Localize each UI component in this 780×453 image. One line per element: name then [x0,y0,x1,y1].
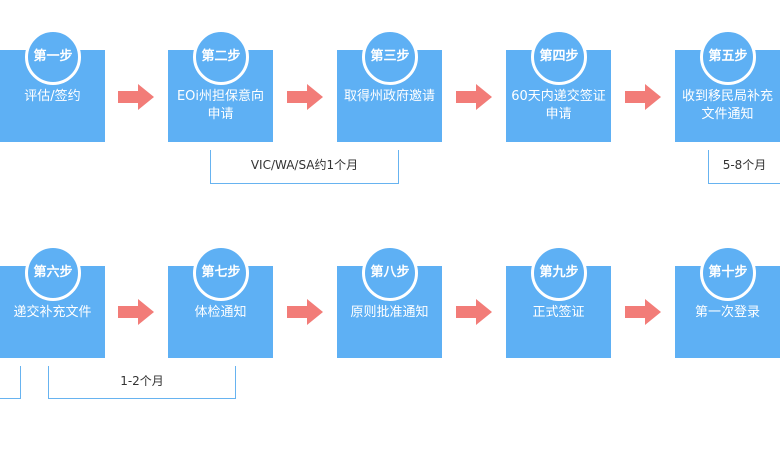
step-10-box: 第十步 第一次登录 [675,245,780,358]
step-5-box: 第五步 收到移民局补充文件通知 [675,29,780,142]
step-3-badge: 第三步 [362,29,418,85]
step-4-badge: 第四步 [531,29,587,85]
step-1-text: 评估/签约 [24,89,81,104]
step-9-box: 第九步 正式签证 [506,245,611,358]
step-8-box: 第八步 原则批准通知 [337,245,442,358]
duration-bracket-continuation [0,366,21,399]
step-7-box: 第七步 体检通知 [168,245,273,358]
step-10-badge: 第十步 [700,245,756,301]
arrow-right-icon [287,84,323,110]
step-2-box: 第二步 EOi州担保意向申请 [168,29,273,142]
step-3-box: 第三步 取得州政府邀请 [337,29,442,142]
step-7-badge: 第七步 [193,245,249,301]
step-10-text: 第一次登录 [694,305,760,320]
arrow-right-icon [625,84,661,110]
step-1-badge: 第一步 [25,29,81,85]
step-6-badge: 第六步 [25,245,81,301]
arrow-right-icon [287,299,323,325]
step-7-text: 体检通知 [194,305,247,320]
step-2-badge: 第二步 [193,29,249,85]
arrow-right-icon [118,299,154,325]
arrow-right-icon [456,299,492,325]
step-5-badge: 第五步 [700,29,756,85]
step-2-text: EOi州担保意向申请 [176,89,265,122]
step-1-box: 第一步 评估/签约 [0,29,105,142]
step-9-badge: 第九步 [531,245,587,301]
duration-bracket-3: 1-2个月 [48,366,236,399]
step-9-text: 正式签证 [532,305,585,320]
arrow-right-icon [625,299,661,325]
step-6-text: 递交补充文件 [13,305,92,320]
step-8-badge: 第八步 [362,245,418,301]
arrow-right-icon [456,84,492,110]
duration-bracket-2: 5-8个月 [708,150,780,184]
step-4-box: 第四步 60天内递交签证申请 [506,29,611,142]
arrow-right-icon [118,84,154,110]
step-3-text: 取得州政府邀请 [343,89,435,104]
step-4-text: 60天内递交签证申请 [511,89,606,122]
duration-bracket-1: VIC/WA/SA约1个月 [210,150,399,184]
step-8-text: 原则批准通知 [350,305,429,320]
step-5-text: 收到移民局补充文件通知 [681,89,773,122]
step-6-box: 第六步 递交补充文件 [0,245,105,358]
